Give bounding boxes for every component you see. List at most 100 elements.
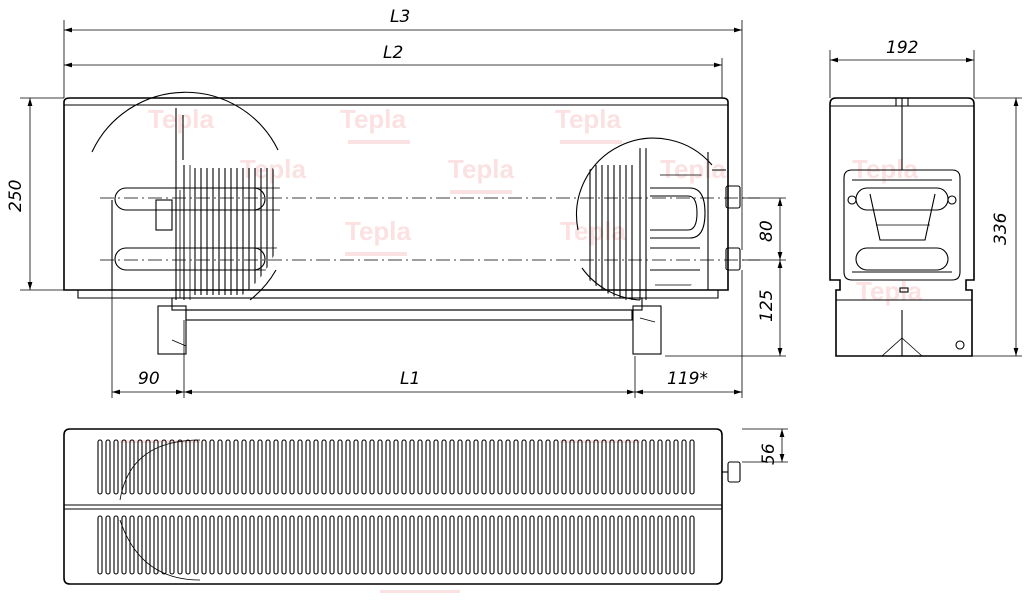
grille-slot xyxy=(665,515,671,575)
grille-slot xyxy=(665,439,671,495)
grille-slot xyxy=(425,515,431,575)
grille-slot xyxy=(649,515,655,575)
grille-slot xyxy=(497,515,503,575)
grille-slot xyxy=(289,439,295,495)
grille-slots-bottom xyxy=(97,515,695,575)
grille-slot xyxy=(241,439,247,495)
dim-l2-label: L2 xyxy=(383,43,403,63)
grille-slot xyxy=(225,515,231,575)
grille-slot xyxy=(129,515,135,575)
grille-slot xyxy=(273,515,279,575)
watermark-text: Tepla xyxy=(852,154,919,184)
grille-slot xyxy=(193,439,199,495)
grille-slot xyxy=(457,515,463,575)
grille-slot xyxy=(209,515,215,575)
grille-slot xyxy=(473,439,479,495)
grille-slot xyxy=(113,515,119,575)
grille-slot xyxy=(297,515,303,575)
grille-slot xyxy=(553,515,559,575)
grille-slot xyxy=(433,515,439,575)
grille-slot xyxy=(441,439,447,495)
grille-slot xyxy=(617,439,623,495)
grille-slot xyxy=(209,439,215,495)
grille-slot xyxy=(217,439,223,495)
grille-slot xyxy=(577,515,583,575)
grille-slot xyxy=(225,439,231,495)
grille-slot xyxy=(329,439,335,495)
grille-slot xyxy=(105,439,111,495)
grille-slot xyxy=(353,439,359,495)
grille-slot xyxy=(393,515,399,575)
grille-slot xyxy=(185,515,191,575)
grille-slot xyxy=(97,439,103,495)
grille-slot xyxy=(497,439,503,495)
grille-slot xyxy=(329,515,335,575)
grille-slot xyxy=(385,515,391,575)
grille-slot xyxy=(409,439,415,495)
grille-slot xyxy=(585,515,591,575)
grille-slot xyxy=(241,515,247,575)
grille-slot xyxy=(137,515,143,575)
grille-slot xyxy=(465,439,471,495)
grille-slot xyxy=(521,439,527,495)
dim-80-label: 80 xyxy=(757,220,777,242)
grille-slot xyxy=(305,515,311,575)
grille-slot xyxy=(105,515,111,575)
grille-slot xyxy=(633,439,639,495)
watermark-text: Tepla xyxy=(345,216,412,246)
grille-slot xyxy=(681,439,687,495)
grille-slot xyxy=(617,515,623,575)
grille-slot xyxy=(361,515,367,575)
grille-slot xyxy=(169,515,175,575)
dim-336-label: 336 xyxy=(991,212,1011,245)
watermark-text: Tepla xyxy=(856,276,923,306)
grille-slot xyxy=(345,515,351,575)
grille-slot xyxy=(249,515,255,575)
grille-slot xyxy=(169,439,175,495)
grille-slot xyxy=(145,439,151,495)
dim-56-label: 56 xyxy=(759,443,779,465)
grille-slot xyxy=(201,515,207,575)
grille-slot xyxy=(561,515,567,575)
grille-slot xyxy=(625,439,631,495)
grille-slot xyxy=(201,439,207,495)
watermark-text: Tepla xyxy=(148,104,215,134)
dim-250-label: 250 xyxy=(6,180,26,212)
dim-119-label: 119* xyxy=(667,369,708,389)
grille-slot xyxy=(521,515,527,575)
grille-slot xyxy=(489,439,495,495)
grille-slots-top xyxy=(97,439,695,495)
grille-slot xyxy=(441,515,447,575)
grille-slot xyxy=(281,515,287,575)
dimension-lines: L3 L2 192 L1 90 119* 250 336 80 125 56 xyxy=(6,7,1022,465)
grille-slot xyxy=(537,439,543,495)
side-view xyxy=(829,97,975,357)
top-view xyxy=(63,428,741,585)
grille-slot xyxy=(177,439,183,495)
grille-slot xyxy=(129,439,135,495)
grille-slot xyxy=(233,439,239,495)
grille-slot xyxy=(633,515,639,575)
grille-slot xyxy=(609,515,615,575)
grille-slot xyxy=(337,515,343,575)
grille-slot xyxy=(313,515,319,575)
grille-slot xyxy=(553,439,559,495)
grille-slot xyxy=(265,439,271,495)
grille-slot xyxy=(137,439,143,495)
grille-slot xyxy=(369,439,375,495)
watermark-group: Tepla Tepla Tepla Tepla Tepla Tepla Tepl… xyxy=(120,104,923,593)
grille-slot xyxy=(305,439,311,495)
grille-slot xyxy=(361,439,367,495)
dim-192-label: 192 xyxy=(886,38,918,58)
grille-slot xyxy=(289,515,295,575)
grille-slot xyxy=(673,515,679,575)
grille-slot xyxy=(449,439,455,495)
grille-slot xyxy=(569,439,575,495)
grille-slot xyxy=(673,439,679,495)
grille-slot xyxy=(513,515,519,575)
grille-slot xyxy=(641,515,647,575)
grille-slot xyxy=(97,515,103,575)
watermark-text: Tepla xyxy=(660,154,727,184)
grille-slot xyxy=(481,515,487,575)
grille-slot xyxy=(529,515,535,575)
